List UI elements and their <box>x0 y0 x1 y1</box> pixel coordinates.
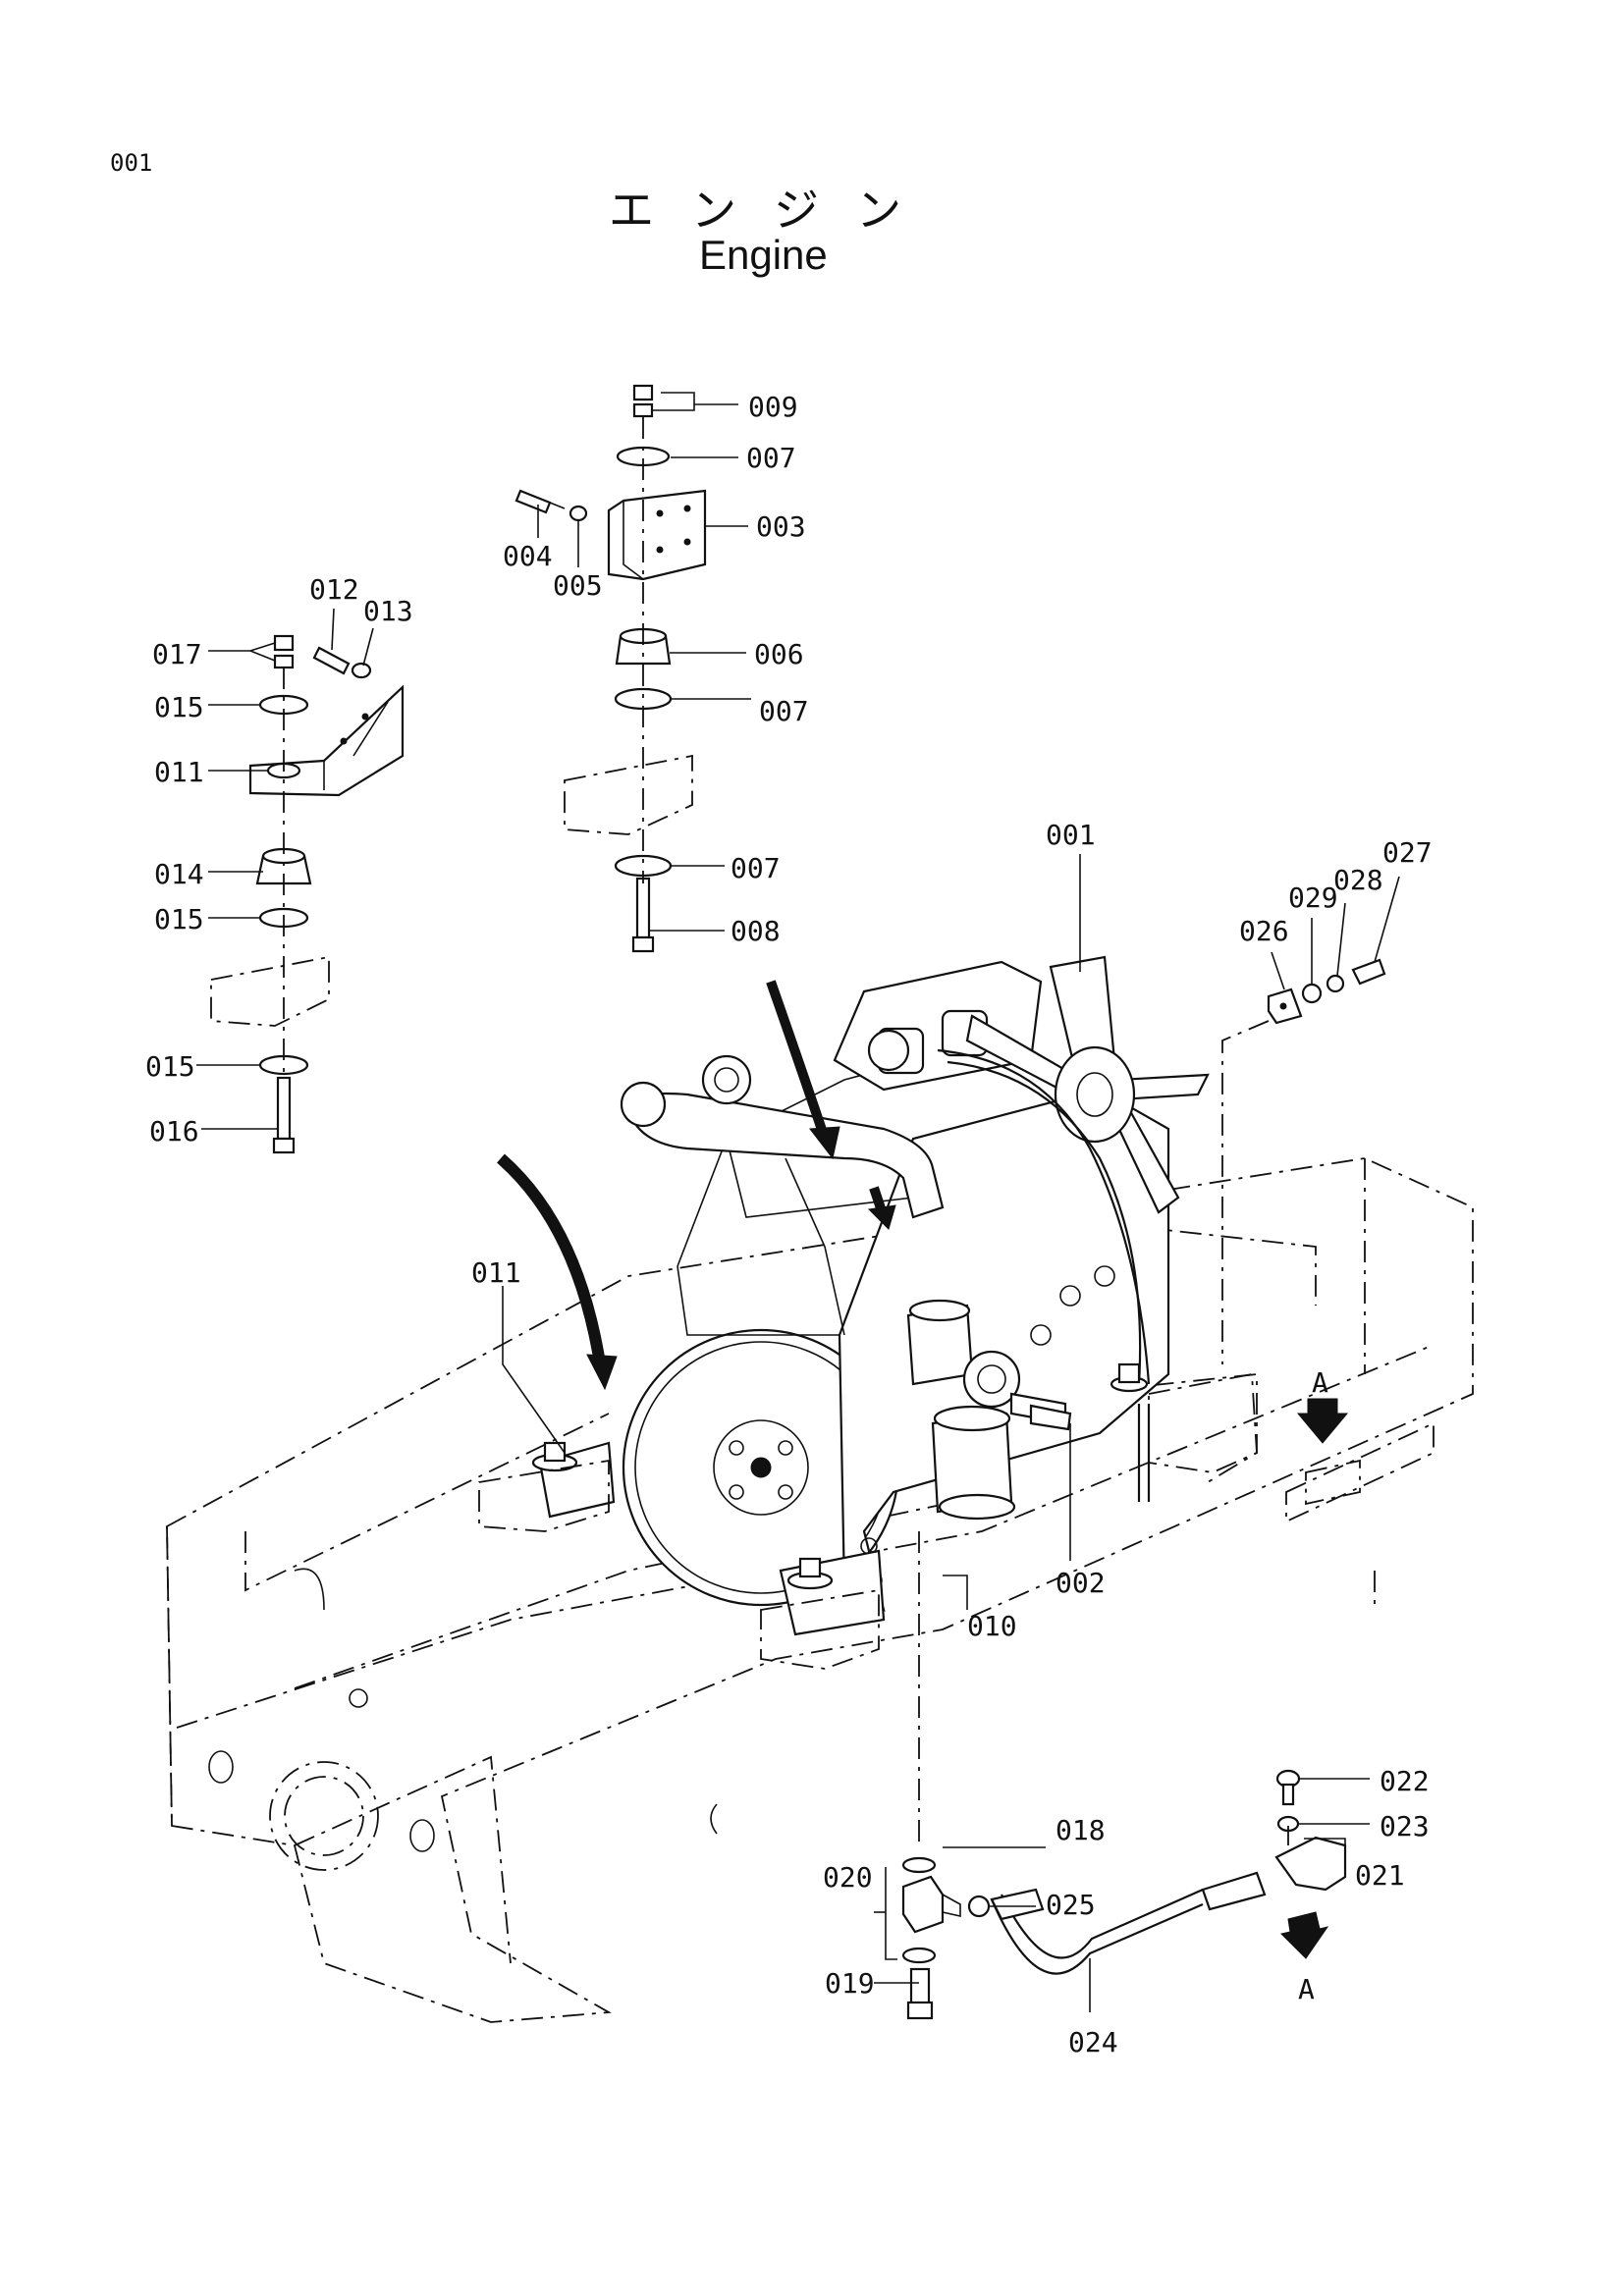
drain-assembly <box>885 1531 1347 2020</box>
callout-005: 005 <box>553 569 603 602</box>
callout-002: 002 <box>1056 1567 1106 1599</box>
callout-007: 007 <box>731 852 781 884</box>
callout-006: 006 <box>754 638 804 670</box>
callout-008: 008 <box>731 915 781 947</box>
callout-009: 009 <box>748 391 798 423</box>
callout-016: 016 <box>149 1115 199 1148</box>
callout-021: 021 <box>1355 1859 1405 1892</box>
callout-024: 024 <box>1068 2026 1118 2058</box>
callout-014: 014 <box>154 858 204 890</box>
callout-017: 017 <box>152 638 202 670</box>
top-engine-mount <box>514 384 707 953</box>
assembly-arrows <box>497 980 896 1391</box>
callout-013: 013 <box>363 595 413 627</box>
callout-010: 010 <box>967 1610 1017 1642</box>
callout-012: 012 <box>309 573 359 606</box>
title-japanese: エンジン <box>609 184 939 237</box>
callout-015: 015 <box>145 1050 195 1083</box>
view-arrows: A A <box>1280 1366 1361 2005</box>
callout-001: 001 <box>1046 819 1096 851</box>
view-marker-bottom: A <box>1298 1973 1315 2005</box>
callout-007: 007 <box>746 442 796 474</box>
callout-015: 015 <box>154 691 204 723</box>
title-english: Engine <box>699 232 828 278</box>
callout-004: 004 <box>503 540 553 572</box>
callout-027: 027 <box>1382 836 1433 869</box>
callout-025: 025 <box>1046 1889 1096 1921</box>
callout-028: 028 <box>1333 864 1383 896</box>
callout-011: 011 <box>154 756 204 788</box>
callout-023: 023 <box>1380 1810 1430 1842</box>
callout-020: 020 <box>823 1861 873 1894</box>
view-marker-top: A <box>1312 1366 1328 1399</box>
left-engine-mount <box>210 634 405 1154</box>
callout-011: 011 <box>471 1256 521 1289</box>
callout-029: 029 <box>1288 881 1338 914</box>
engine-assembly <box>478 955 1258 1670</box>
leader-lines <box>196 392 1400 2012</box>
callout-015: 015 <box>154 903 204 935</box>
callout-019: 019 <box>825 1967 875 2000</box>
callout-007: 007 <box>759 695 809 727</box>
part-callouts: 009 007 003 004 005 006 007 007 008 012 … <box>145 391 1433 2058</box>
page-number: 001 <box>110 149 153 177</box>
callout-026: 026 <box>1239 915 1289 947</box>
callout-018: 018 <box>1056 1814 1106 1846</box>
callout-022: 022 <box>1380 1765 1430 1797</box>
right-bracket-detail <box>1221 958 1386 1364</box>
callout-003: 003 <box>756 510 806 543</box>
